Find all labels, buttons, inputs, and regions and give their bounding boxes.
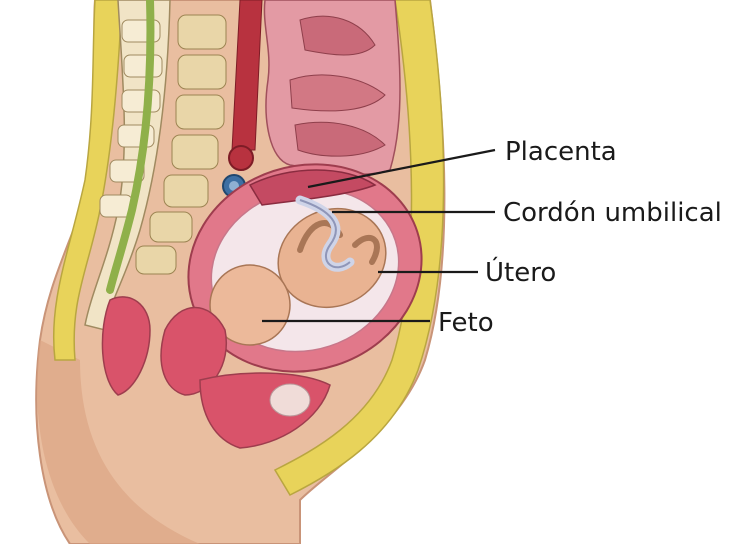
labels: Placenta Cordón umbilical Útero Feto [438, 137, 722, 338]
label-cordon-umbilical: Cordón umbilical [503, 198, 722, 228]
label-utero: Útero [485, 256, 556, 288]
intestines [264, 0, 400, 174]
label-placenta: Placenta [505, 137, 617, 167]
label-feto: Feto [438, 308, 494, 338]
